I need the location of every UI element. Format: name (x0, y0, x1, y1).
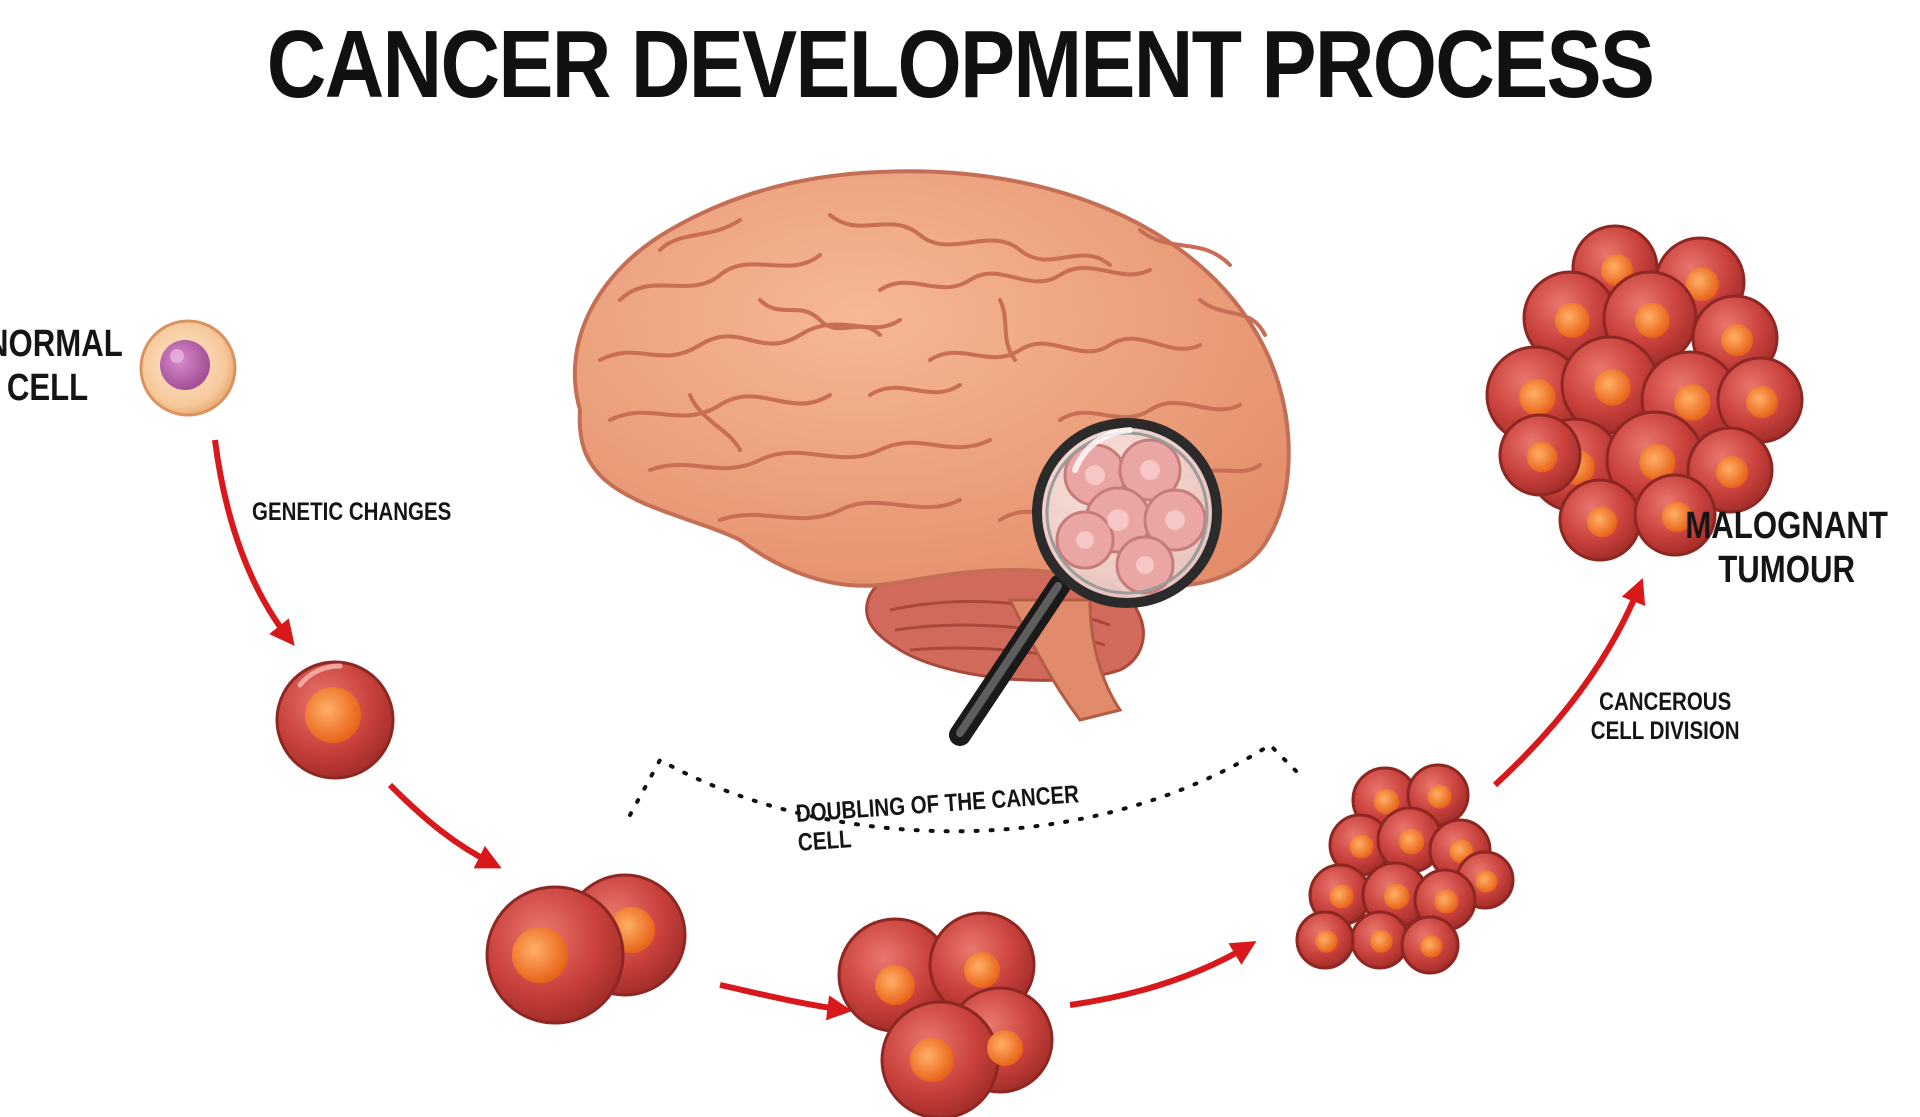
normal-cell-label-line1: NORMAL (0, 323, 123, 365)
cell-division-cluster (1295, 763, 1515, 975)
arrow-icon (1069, 941, 1257, 1008)
cell-nucleus (1427, 784, 1452, 809)
cell-nucleus (1746, 386, 1779, 419)
cell-nucleus (1434, 889, 1459, 914)
page-title: CANCER DEVELOPMENT PROCESS (266, 11, 1655, 118)
cell-nucleus (1349, 834, 1374, 859)
cell-nucleus (1554, 302, 1590, 338)
dividing-cells (485, 873, 687, 1025)
arrow-icon (719, 982, 853, 1021)
arrow-icon (387, 782, 502, 869)
process-arrows (212, 439, 1646, 1021)
cell-nucleus (1639, 444, 1676, 481)
cell-nucleus (1373, 788, 1400, 815)
malignant-tumour-line2: TUMOUR (1718, 548, 1855, 591)
arrow-icon (212, 439, 295, 646)
cell-nucleus (1383, 883, 1410, 910)
cell-nucleus (1475, 870, 1498, 893)
cell-nucleus (1315, 930, 1338, 953)
cell-nucleus (1685, 267, 1719, 301)
cell-nucleus (1370, 930, 1393, 953)
malignant-tumour-label: MALOGNANT TUMOUR (1680, 505, 1893, 592)
cancer-cell-icon (275, 660, 395, 780)
cell-nucleus (1716, 456, 1749, 489)
malignant-tumour-line1: MALOGNANT (1685, 505, 1888, 547)
normal-cell-icon (139, 319, 237, 417)
tumour-cluster-icon (1485, 224, 1804, 562)
magnifying-glass-icon (949, 418, 1222, 746)
cell-nucleus (1398, 828, 1425, 855)
cell-nucleus (1634, 302, 1670, 338)
cell-nucleus (1721, 324, 1754, 357)
normal-cell-label: NORMAL CELL (0, 323, 123, 410)
cell-nucleus (1526, 441, 1558, 473)
cell-nucleus (1594, 369, 1631, 406)
normal-cell-label-line2: CELL (6, 366, 89, 409)
cell-nucleus (1420, 935, 1443, 958)
cell-nucleus (1661, 501, 1693, 533)
cell-nucleus (1329, 884, 1354, 909)
cancerous-division-line2: CELL DIVISION (1590, 716, 1740, 745)
cancerous-division-label: CANCEROUS CELL DIVISION (1575, 688, 1755, 746)
cell-nucleus (1519, 379, 1556, 416)
arrow-icon (1492, 577, 1646, 788)
cell-nucleus (1586, 506, 1618, 538)
cell-nucleus (1674, 384, 1711, 421)
cancerous-division-line1: CANCEROUS (1599, 688, 1732, 716)
four-cell-cluster (837, 911, 1054, 1117)
genetic-changes-label: GENETIC CHANGES (252, 498, 452, 526)
